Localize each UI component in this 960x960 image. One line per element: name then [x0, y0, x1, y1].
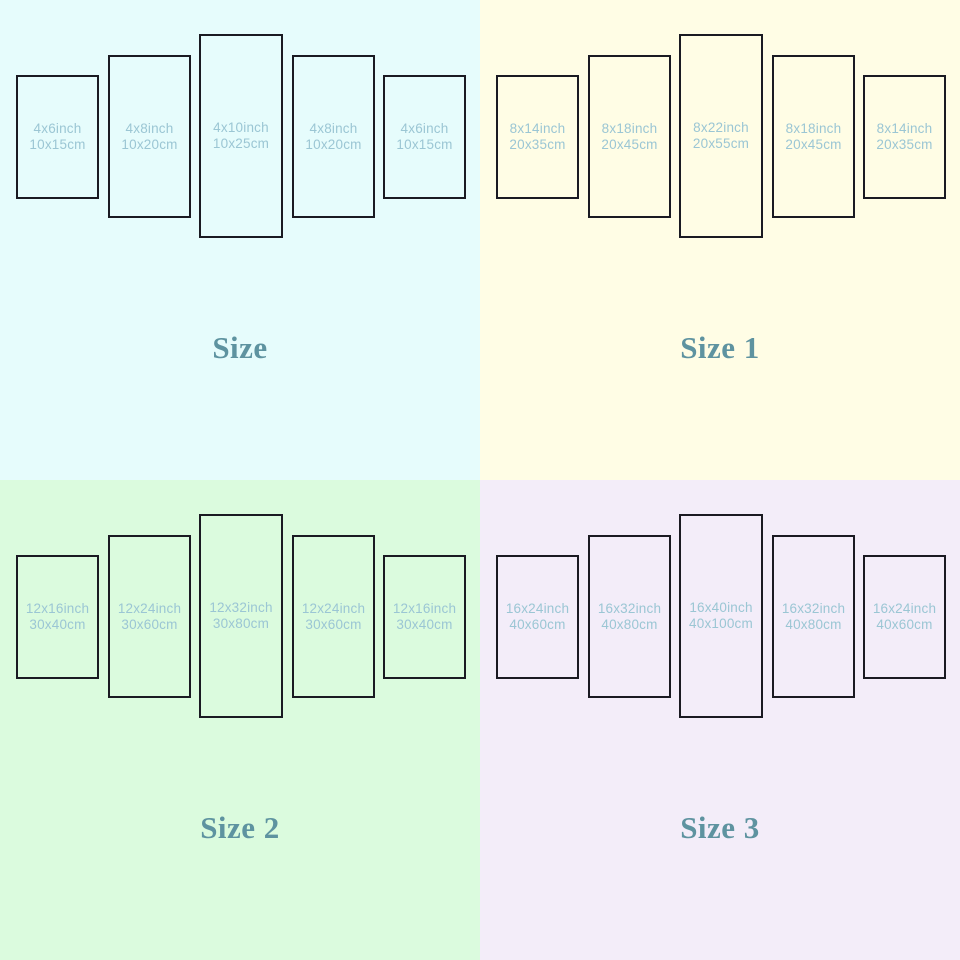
- panel-size-label: 8x22inch 20x55cm: [693, 120, 749, 152]
- panel-size-cm: 30x60cm: [305, 616, 362, 632]
- canvas-panel-0-0[interactable]: 4x6inch 10x15cm: [16, 75, 99, 199]
- panel-size-label: 16x32inch 40x80cm: [782, 601, 845, 633]
- panel-size-cm: 30x60cm: [121, 616, 178, 632]
- panel-stage-3: 16x24inch 40x60cm 16x32inch 40x80cm 16x4…: [480, 497, 960, 727]
- panel-size-inch: 16x24inch: [872, 601, 937, 616]
- size-variant-title-3: Size 3: [680, 810, 760, 845]
- panel-size-label: 4x10inch 10x25cm: [213, 120, 269, 152]
- size-variant-card-3[interactable]: 16x24inch 40x60cm 16x32inch 40x80cm 16x4…: [480, 480, 960, 960]
- panel-stage-2: 12x16inch 30x40cm 12x24inch 30x60cm 12x3…: [0, 497, 480, 727]
- panel-size-inch: 4x10inch: [213, 120, 269, 135]
- panel-size-label: 8x14inch 20x35cm: [509, 121, 565, 153]
- panel-size-cm: 20x45cm: [785, 136, 842, 152]
- panel-size-inch: 16x24inch: [505, 601, 570, 616]
- panel-size-cm: 40x60cm: [876, 617, 933, 632]
- panel-size-label: 12x24inch 30x60cm: [302, 601, 365, 633]
- panel-size-cm: 10x25cm: [212, 136, 270, 151]
- panel-size-label: 8x18inch 20x45cm: [601, 121, 657, 153]
- size-variant-title-2: Size 2: [200, 810, 280, 845]
- panel-size-label: 16x24inch 40x60cm: [506, 601, 569, 633]
- panel-size-label: 16x40inch 40x100cm: [689, 600, 753, 632]
- canvas-panel-3-0[interactable]: 16x24inch 40x60cm: [496, 555, 579, 679]
- canvas-panel-1-0[interactable]: 8x14inch 20x35cm: [496, 75, 579, 199]
- panel-size-inch: 8x18inch: [601, 120, 658, 136]
- panel-size-cm: 40x100cm: [689, 616, 753, 631]
- canvas-panel-3-2[interactable]: 16x40inch 40x100cm: [679, 514, 763, 718]
- panel-size-cm: 30x40cm: [29, 617, 86, 632]
- panel-size-label: 8x14inch 20x35cm: [876, 121, 932, 153]
- panel-size-cm: 30x40cm: [396, 617, 453, 632]
- panel-size-cm: 20x55cm: [692, 136, 750, 151]
- panel-size-label: 8x18inch 20x45cm: [785, 121, 841, 153]
- panel-size-inch: 16x40inch: [689, 600, 753, 615]
- panel-size-inch: 4x6inch: [33, 121, 82, 136]
- canvas-panel-0-3[interactable]: 4x8inch 10x20cm: [292, 55, 375, 218]
- panel-size-cm: 10x15cm: [396, 137, 453, 152]
- panel-size-cm: 30x80cm: [212, 616, 270, 631]
- canvas-panel-1-4[interactable]: 8x14inch 20x35cm: [863, 75, 946, 199]
- canvas-panel-1-3[interactable]: 8x18inch 20x45cm: [772, 55, 855, 218]
- panel-size-cm: 40x60cm: [509, 617, 566, 632]
- panel-size-inch: 16x32inch: [781, 600, 846, 616]
- size-variant-card-0[interactable]: 4x6inch 10x15cm 4x8inch 10x20cm 4x10inch…: [0, 0, 480, 480]
- panel-size-inch: 12x32inch: [209, 600, 273, 615]
- panel-size-label: 12x32inch 30x80cm: [209, 600, 272, 632]
- size-variant-card-2[interactable]: 12x16inch 30x40cm 12x24inch 30x60cm 12x3…: [0, 480, 480, 960]
- panel-size-cm: 20x35cm: [876, 137, 933, 152]
- canvas-panel-3-1[interactable]: 16x32inch 40x80cm: [588, 535, 671, 698]
- panel-size-inch: 4x6inch: [400, 121, 449, 136]
- canvas-panel-3-4[interactable]: 16x24inch 40x60cm: [863, 555, 946, 679]
- canvas-panel-2-4[interactable]: 12x16inch 30x40cm: [383, 555, 466, 679]
- panel-size-inch: 12x16inch: [25, 601, 90, 616]
- canvas-panel-0-4[interactable]: 4x6inch 10x15cm: [383, 75, 466, 199]
- panel-size-inch: 12x24inch: [301, 600, 366, 616]
- panel-size-label: 4x6inch 10x15cm: [29, 121, 85, 153]
- canvas-panel-1-2[interactable]: 8x22inch 20x55cm: [679, 34, 763, 238]
- panel-size-inch: 8x18inch: [785, 120, 842, 136]
- panel-size-inch: 4x8inch: [125, 120, 174, 136]
- panel-size-label: 12x16inch 30x40cm: [26, 601, 89, 633]
- panel-size-label: 12x16inch 30x40cm: [393, 601, 456, 633]
- panel-size-cm: 10x20cm: [121, 136, 178, 152]
- panel-size-inch: 12x24inch: [117, 600, 182, 616]
- canvas-panel-2-0[interactable]: 12x16inch 30x40cm: [16, 555, 99, 679]
- panel-size-cm: 20x45cm: [601, 136, 658, 152]
- canvas-panel-2-2[interactable]: 12x32inch 30x80cm: [199, 514, 283, 718]
- panel-size-label: 16x24inch 40x60cm: [873, 601, 936, 633]
- panel-stage-0: 4x6inch 10x15cm 4x8inch 10x20cm 4x10inch…: [0, 17, 480, 247]
- panel-size-inch: 12x16inch: [392, 601, 457, 616]
- panel-size-inch: 16x32inch: [597, 600, 662, 616]
- canvas-panel-2-1[interactable]: 12x24inch 30x60cm: [108, 535, 191, 698]
- panel-size-cm: 40x80cm: [785, 616, 842, 632]
- panel-size-cm: 40x80cm: [601, 616, 658, 632]
- panel-size-inch: 4x8inch: [309, 120, 358, 136]
- panel-stage-1: 8x14inch 20x35cm 8x18inch 20x45cm 8x22in…: [480, 17, 960, 247]
- panel-size-label: 4x8inch 10x20cm: [121, 121, 177, 153]
- panel-size-cm: 10x15cm: [29, 137, 86, 152]
- panel-size-cm: 20x35cm: [509, 137, 566, 152]
- panel-size-label: 16x32inch 40x80cm: [598, 601, 661, 633]
- canvas-panel-3-3[interactable]: 16x32inch 40x80cm: [772, 535, 855, 698]
- panel-size-label: 4x6inch 10x15cm: [396, 121, 452, 153]
- panel-size-inch: 8x14inch: [509, 121, 566, 136]
- canvas-panel-2-3[interactable]: 12x24inch 30x60cm: [292, 535, 375, 698]
- panel-size-inch: 8x14inch: [876, 121, 933, 136]
- canvas-panel-1-1[interactable]: 8x18inch 20x45cm: [588, 55, 671, 218]
- panel-size-cm: 10x20cm: [305, 136, 362, 152]
- size-variant-card-1[interactable]: 8x14inch 20x35cm 8x18inch 20x45cm 8x22in…: [480, 0, 960, 480]
- size-variant-title-1: Size 1: [680, 330, 760, 365]
- panel-size-label: 4x8inch 10x20cm: [305, 121, 361, 153]
- panel-size-inch: 8x22inch: [693, 120, 749, 135]
- size-variant-title-0: Size: [212, 330, 268, 365]
- panel-size-label: 12x24inch 30x60cm: [118, 601, 181, 633]
- canvas-panel-0-2[interactable]: 4x10inch 10x25cm: [199, 34, 283, 238]
- canvas-panel-0-1[interactable]: 4x8inch 10x20cm: [108, 55, 191, 218]
